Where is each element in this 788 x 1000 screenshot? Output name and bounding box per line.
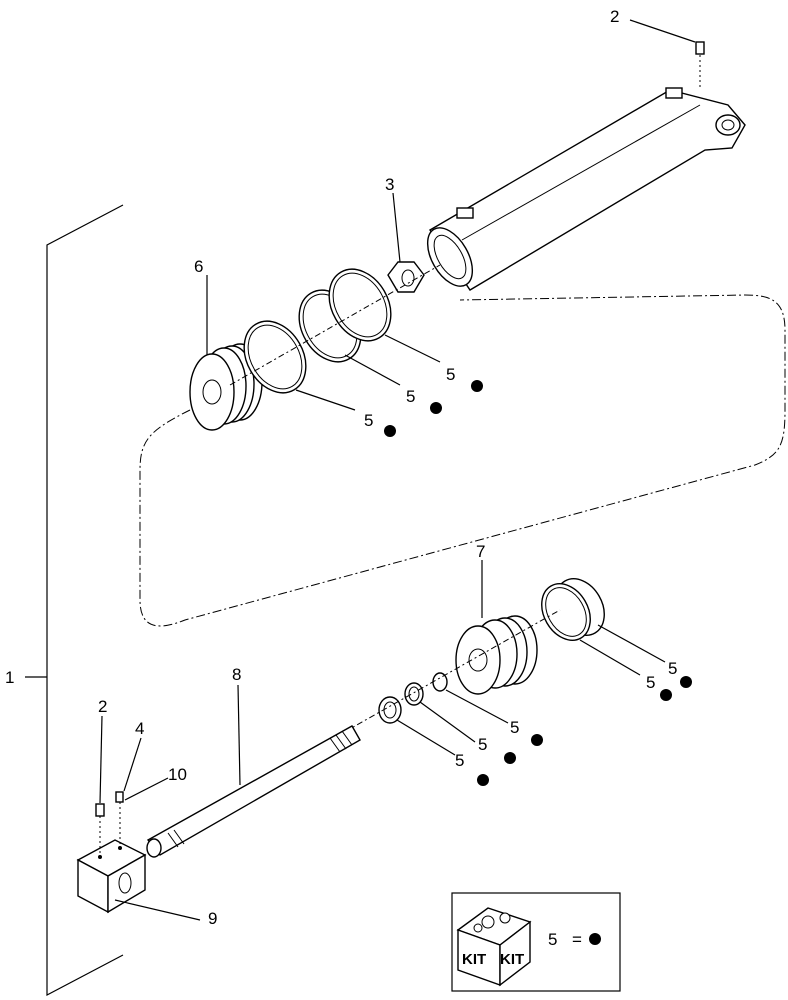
kit-dot-marker (680, 676, 692, 688)
piston: 7 (455, 542, 538, 695)
kit-dot-marker (471, 380, 483, 392)
callout-seal-g: 5 (478, 735, 487, 754)
kit-dot-marker (660, 689, 672, 701)
cylinder-barrel (426, 87, 746, 291)
callout-fitting-bottom: 2 (98, 697, 107, 716)
callout-washer: 10 (168, 765, 187, 784)
piston-seal-ring: 5 5 (541, 578, 692, 701)
kit-dot-marker (384, 425, 396, 437)
callout-nut: 3 (385, 175, 394, 194)
callout-plug: 4 (135, 719, 144, 738)
clevis-block: 9 (76, 839, 217, 928)
kit-dot-marker (430, 402, 442, 414)
legend-ref-number: 5 (548, 930, 557, 949)
kit-dot-marker (477, 774, 489, 786)
callout-seal-c: 5 (446, 365, 455, 384)
grease-fitting-top: 2 (610, 7, 705, 90)
callout-rod: 8 (232, 665, 241, 684)
callout-seal-h: 5 (455, 751, 464, 770)
seal-kit-group-outline (139, 294, 786, 627)
callout-gland: 6 (194, 257, 203, 276)
callout-assembly: 1 (5, 668, 14, 687)
plug-and-washer: 4 10 (115, 719, 187, 845)
upper-seal-rings: 5 5 5 (229, 264, 483, 437)
callout-seal-e: 5 (646, 673, 655, 692)
callout-clevis: 9 (208, 909, 217, 928)
assembly-bracket: 1 (5, 204, 124, 996)
kit-label-2: KIT (500, 951, 524, 968)
legend-dot (589, 933, 601, 945)
callout-seal-a: 5 (364, 411, 373, 430)
rod-seal-rings: 5 5 5 (149, 609, 561, 843)
kit-dot-marker (531, 734, 543, 746)
legend-equals: = (572, 930, 582, 949)
hex-nut: 3 (385, 175, 425, 293)
kit-dot-marker (504, 752, 516, 764)
grease-fitting-bottom: 2 (95, 697, 107, 853)
callout-fitting-top: 2 (610, 7, 619, 26)
gland: 6 (189, 257, 263, 431)
callout-seal-f: 5 (510, 718, 519, 737)
kit-label-1: KIT (462, 951, 486, 968)
piston-rod: 8 (146, 665, 361, 858)
callout-seal-d: 5 (668, 659, 677, 678)
callout-piston: 7 (476, 542, 485, 561)
kit-box-icon: KIT KIT (456, 907, 532, 987)
kit-legend: KIT KIT 5 = (451, 892, 621, 992)
callout-seal-b: 5 (406, 387, 415, 406)
